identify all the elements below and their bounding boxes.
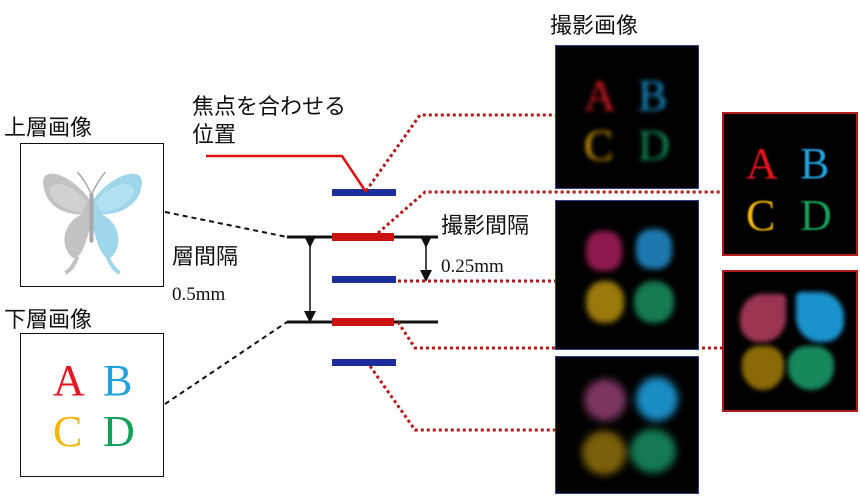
lower-image-connector <box>164 321 288 405</box>
captured-images-title: 撮影画像 <box>550 14 639 39</box>
sharp-letter-c: C <box>746 191 776 240</box>
layer-spacing-value: 0.5mm <box>172 284 226 305</box>
capture-connector-5 <box>368 365 555 432</box>
sharp-letter-d: D <box>800 191 832 240</box>
lower-layer-image: A B C D <box>20 333 164 477</box>
lower-layer-image-label: 下層画像 <box>4 308 93 333</box>
letter-c: C <box>53 407 83 456</box>
letter-b: B <box>103 356 133 405</box>
focus-bar-4 <box>332 318 394 326</box>
focus-bar-1 <box>332 189 396 196</box>
blur-letter-d: D <box>638 121 670 170</box>
focus-pointer-line <box>206 154 368 193</box>
blur-letter-a: A <box>584 71 616 120</box>
layer-spacing-label: 層間隔 <box>172 245 239 270</box>
captured-image-2: A B C D <box>722 112 858 256</box>
letter-d: D <box>103 407 135 456</box>
sharp-letter-a: A <box>746 139 778 188</box>
focus-position-label-line1: 焦点を合わせる <box>192 95 347 120</box>
focus-bar-2 <box>332 233 394 241</box>
capture-connector-2 <box>377 190 722 235</box>
upper-layer-image-label: 上層画像 <box>4 116 93 141</box>
letter-a: A <box>53 356 85 405</box>
captured-image-4 <box>722 270 858 412</box>
captured-image-5 <box>555 356 699 494</box>
capture-spacing-value: 0.25mm <box>441 256 504 277</box>
focus-bar-3 <box>332 276 396 283</box>
blur-letter-c: C <box>584 121 614 170</box>
upper-layer-image <box>20 143 164 287</box>
captured-image-1: A B C D <box>555 45 699 189</box>
blur-letter-b: B <box>638 71 668 120</box>
sharp-letter-b: B <box>800 139 830 188</box>
butterfly-image <box>43 171 142 275</box>
upper-image-connector <box>164 211 288 238</box>
capture-connector-1 <box>364 113 555 192</box>
focus-position-label-line2: 位置 <box>192 123 237 148</box>
focus-bar-5 <box>332 359 396 366</box>
capture-spacing-label: 撮影間隔 <box>441 214 530 239</box>
captured-image-3 <box>555 200 699 350</box>
